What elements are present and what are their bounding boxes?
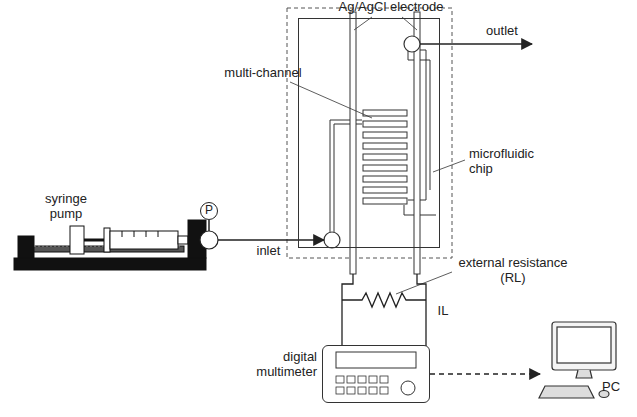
- channel-slot: [363, 176, 407, 182]
- pressure-gauge: P: [200, 202, 218, 220]
- resistor-circuit: [342, 274, 426, 346]
- microfluidic-chip: microfluidic chip: [298, 18, 440, 248]
- part-label: IL: [432, 304, 454, 319]
- channel-slot: [363, 187, 407, 193]
- pc-box: PC: [540, 318, 624, 404]
- channel-slot: [363, 121, 407, 127]
- syringe-pump: [14, 220, 206, 270]
- meter-button: [336, 387, 344, 394]
- channel-slot: [363, 154, 407, 160]
- channel-slot: [363, 198, 407, 204]
- outlet-arrow: [420, 43, 532, 45]
- edge-label: inlet: [255, 244, 283, 259]
- meter-button: [369, 376, 377, 383]
- flow-arrow: [209, 220, 324, 240]
- multi-channel: [362, 110, 408, 205]
- part-label: Ag/AgCl electrode: [336, 0, 446, 15]
- channel-slot: [363, 143, 407, 149]
- part-label: multi-channel: [218, 66, 308, 81]
- part-label: external resistance (RL): [454, 256, 572, 286]
- meter-button: [369, 387, 377, 394]
- channel-slot: [363, 165, 407, 171]
- node-text: P: [201, 203, 217, 219]
- multimeter-box: digital multimeter: [322, 345, 430, 403]
- node-text: microfluidic chip: [469, 147, 549, 177]
- channel-slot: [363, 132, 407, 138]
- meter-button: [336, 376, 344, 383]
- multimeter-symbol: [336, 352, 416, 395]
- junction: [200, 231, 218, 249]
- chip-holder: [287, 8, 452, 258]
- meter-button: [347, 376, 355, 383]
- meter-button: [380, 376, 388, 383]
- channel-slot: [363, 110, 407, 116]
- meter-button: [358, 376, 366, 383]
- inlet-port: [324, 232, 340, 248]
- meter-button: [380, 387, 388, 394]
- data-link: [430, 373, 540, 375]
- meter-button: [347, 387, 355, 394]
- node-text: PC: [602, 380, 624, 395]
- part-label: syringe pump: [38, 192, 94, 222]
- part-label: outlet: [480, 24, 524, 39]
- leader-lines: [290, 17, 465, 294]
- outlet-port: [404, 36, 420, 52]
- electrodes: [350, 12, 420, 274]
- meter-button: [358, 387, 366, 394]
- node-text: digital multimeter: [235, 350, 317, 380]
